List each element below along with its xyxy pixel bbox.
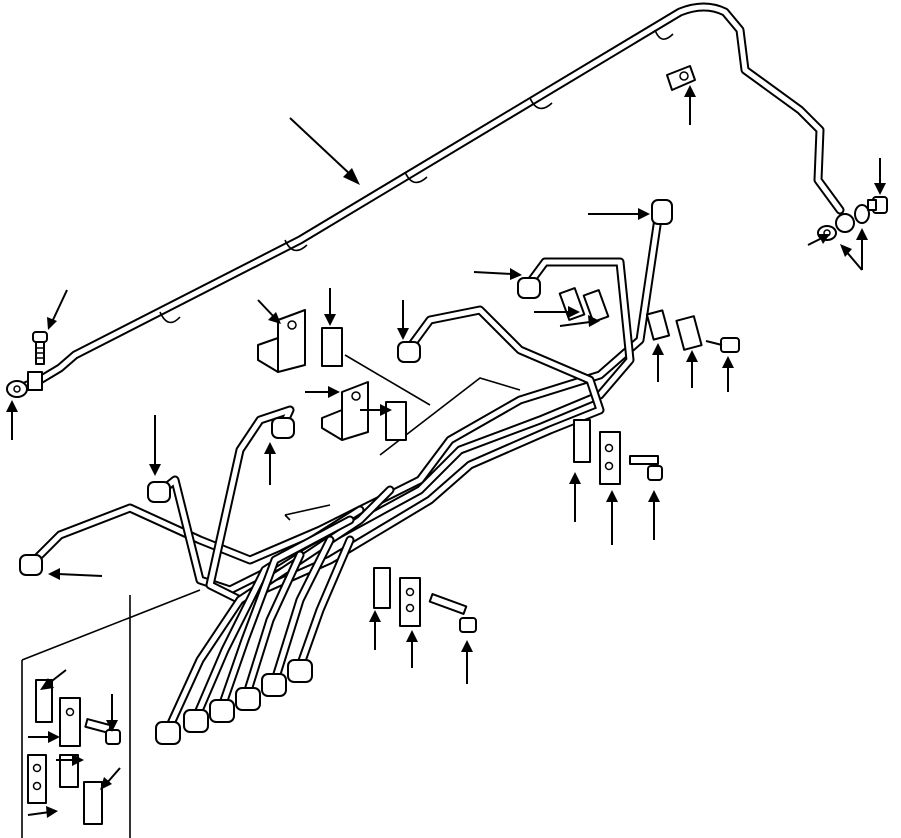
injection-line-2 — [155, 257, 635, 595]
banjo-fitting — [6, 371, 43, 398]
capscrew — [32, 331, 48, 365]
capscrew — [84, 337, 740, 745]
clamp-plate — [27, 315, 703, 804]
banjo-fitting — [835, 204, 870, 233]
injection-line-4 — [163, 485, 395, 735]
line-nut — [19, 199, 673, 576]
line-clamp — [35, 287, 671, 825]
bracket — [257, 309, 306, 373]
injection-line-6 — [215, 515, 355, 717]
callout-arrows — [6, 85, 886, 818]
reference-lines — [21, 354, 521, 838]
bracket — [321, 381, 369, 441]
line-clamp — [666, 65, 696, 91]
injection-line-3 — [205, 305, 605, 605]
fuel-return-line — [15, 2, 845, 393]
capscrew — [867, 196, 888, 214]
line-nut — [155, 659, 313, 745]
